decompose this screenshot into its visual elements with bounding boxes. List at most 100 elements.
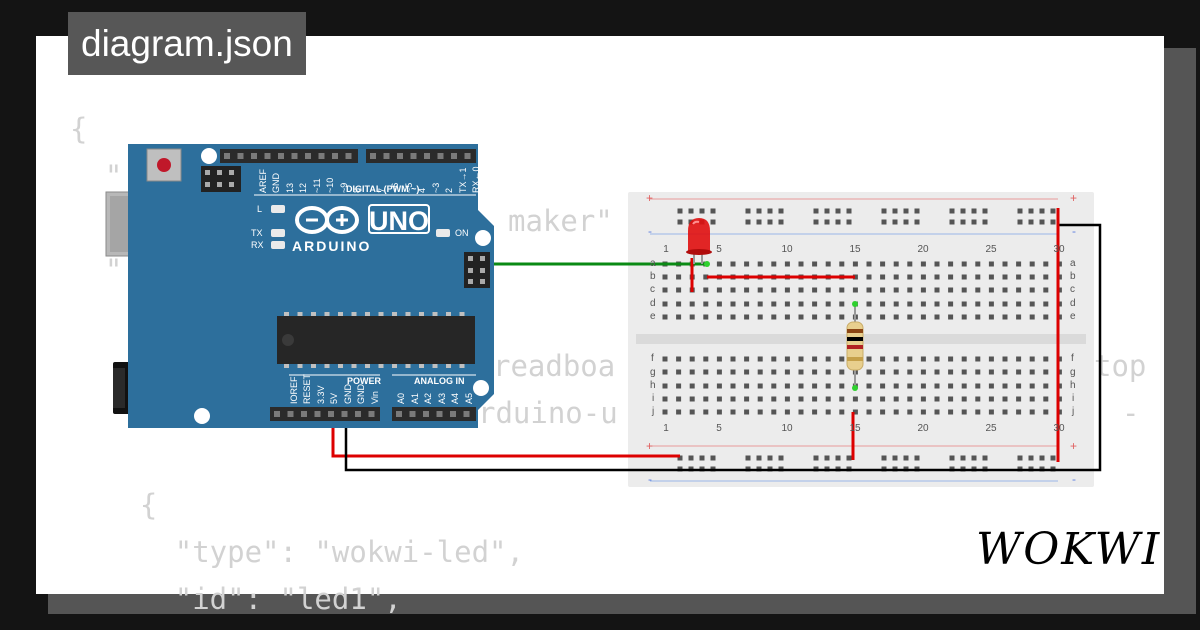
top-pin-label: RX←0 bbox=[471, 166, 481, 193]
signal-wire-end bbox=[704, 261, 710, 267]
rx-led bbox=[271, 241, 285, 249]
top-pin-label: ~10 bbox=[325, 177, 335, 193]
power-pin-label: GND bbox=[343, 384, 353, 404]
rail-plus-top-right: + bbox=[1070, 191, 1078, 205]
col-label-1-bottom: 1 bbox=[663, 423, 669, 434]
code-line-11: "id": "led1", bbox=[70, 582, 402, 616]
row-label-h-right: h bbox=[1070, 380, 1076, 391]
col-label-20-top: 20 bbox=[917, 244, 929, 255]
col-label-30-top: 30 bbox=[1053, 244, 1065, 255]
arduino-logo bbox=[295, 206, 359, 234]
col-label-5-bottom: 5 bbox=[716, 423, 722, 434]
code-fragment-top: top bbox=[1094, 349, 1147, 383]
rail-minus-top-left: - bbox=[648, 224, 652, 238]
power-pin-label: RESET bbox=[302, 373, 312, 404]
power-pin-label: Vin bbox=[370, 391, 380, 404]
row-label-e-left: e bbox=[650, 311, 656, 322]
row-label-j-left: j bbox=[652, 406, 655, 417]
analog-pin-label: A3 bbox=[437, 392, 447, 404]
on-led-label: ON bbox=[455, 228, 469, 238]
top-pin-label: 2 bbox=[444, 187, 454, 193]
row-label-h-left: h bbox=[650, 380, 656, 391]
analog-pin-label: A5 bbox=[464, 392, 474, 404]
code-fragment-maker: maker" bbox=[508, 204, 613, 238]
top-pin-label: GND bbox=[271, 173, 281, 193]
row-label-e-right: e bbox=[1070, 311, 1076, 322]
background-code: { " " " { "type": "wokwi-led", "id": "le… bbox=[70, 106, 524, 623]
power-pin-label: GND bbox=[356, 384, 366, 404]
row-label-f-right: f bbox=[1071, 353, 1074, 364]
code-line-9: { bbox=[70, 488, 158, 522]
col-label-1-top: 1 bbox=[663, 244, 669, 255]
rail-minus-top-right: - bbox=[1072, 224, 1076, 238]
top-pin-label: TX→1 bbox=[458, 167, 468, 193]
power-header[interactable] bbox=[270, 407, 380, 421]
top-header-right[interactable] bbox=[366, 149, 476, 163]
wokwi-logo: WOKWI bbox=[976, 524, 1162, 575]
col-label-30-bottom: 30 bbox=[1053, 423, 1065, 434]
row-label-c-right: c bbox=[1070, 284, 1075, 295]
digital-label: DIGITAL (PWM ~) bbox=[346, 184, 420, 194]
top-pin-label: ~6 bbox=[390, 182, 400, 193]
top-pin-label: 4 bbox=[417, 187, 427, 193]
analog-pin-label: A4 bbox=[450, 392, 460, 404]
row-label-g-left: g bbox=[650, 367, 656, 378]
col-label-15-bottom: 15 bbox=[849, 423, 861, 434]
tx-led bbox=[271, 229, 285, 237]
analog-pin-label: A0 bbox=[396, 392, 406, 404]
row-label-b-left: b bbox=[650, 271, 656, 282]
resistor[interactable] bbox=[846, 301, 864, 391]
top-pin-label: 8 bbox=[352, 187, 362, 193]
power-pin-label: IOREF bbox=[289, 376, 299, 404]
atmega-chip bbox=[277, 316, 475, 364]
top-pin-label: ~11 bbox=[312, 178, 322, 193]
code-fragment-arduino: rduino-u bbox=[478, 396, 618, 430]
code-line-2: " bbox=[70, 159, 123, 193]
analog-header[interactable] bbox=[392, 407, 476, 421]
code-line-4: " bbox=[70, 253, 123, 287]
uno-label: UNO bbox=[369, 206, 429, 236]
row-label-i-left: i bbox=[652, 393, 655, 404]
power-pin-label: 3.3V bbox=[316, 385, 326, 404]
top-pin-label: ~3 bbox=[431, 182, 441, 193]
top-pin-label: 7 bbox=[377, 187, 387, 193]
analog-pin-label: A1 bbox=[410, 392, 420, 404]
top-pin-label: ~5 bbox=[404, 182, 414, 193]
code-line-1: { bbox=[70, 112, 88, 146]
row-label-c-left: c bbox=[650, 284, 655, 295]
code-fragment-breadboard: readboa bbox=[493, 349, 616, 383]
arduino-brand-label: ARDUINO bbox=[292, 238, 372, 254]
analog-in-label: ANALOG IN bbox=[414, 376, 465, 386]
row-label-a-right: a bbox=[1070, 258, 1076, 269]
col-label-15-top: 15 bbox=[849, 244, 861, 255]
row-label-d-right: d bbox=[1070, 298, 1076, 309]
rail-plus-top-left: + bbox=[646, 191, 654, 205]
rail-plus-bottom-right: + bbox=[1070, 439, 1078, 453]
icsp-header bbox=[201, 166, 241, 192]
on-led bbox=[436, 229, 450, 237]
l-led bbox=[271, 205, 285, 213]
row-label-j-right: j bbox=[1072, 406, 1075, 417]
top-pin-label: 12 bbox=[298, 182, 308, 193]
col-label-5-top: 5 bbox=[716, 244, 722, 255]
col-label-10-bottom: 10 bbox=[781, 423, 793, 434]
uno-badge bbox=[368, 204, 430, 234]
filename-tag: diagram.json bbox=[68, 12, 306, 75]
code-line-10: "type": "wokwi-led", bbox=[70, 535, 524, 569]
ground-wire[interactable] bbox=[344, 223, 1102, 472]
col-label-25-top: 25 bbox=[985, 244, 997, 255]
led[interactable] bbox=[686, 218, 712, 264]
top-pin-label: 13 bbox=[285, 182, 295, 193]
col-label-25-bottom: 25 bbox=[985, 423, 997, 434]
top-header-left[interactable] bbox=[220, 149, 358, 163]
top-pin-label: ~9 bbox=[339, 182, 349, 193]
col-label-10-top: 10 bbox=[781, 244, 793, 255]
analog-pin-label: A2 bbox=[423, 392, 433, 404]
rail-plus-bottom-left: + bbox=[646, 439, 654, 453]
power-pin-label: 5V bbox=[329, 392, 339, 404]
rail-minus-bottom-right: - bbox=[1072, 472, 1076, 486]
row-label-d-left: d bbox=[650, 298, 656, 309]
tx-led-label: TX bbox=[251, 228, 263, 238]
code-fragment-dash: - bbox=[1122, 396, 1140, 430]
